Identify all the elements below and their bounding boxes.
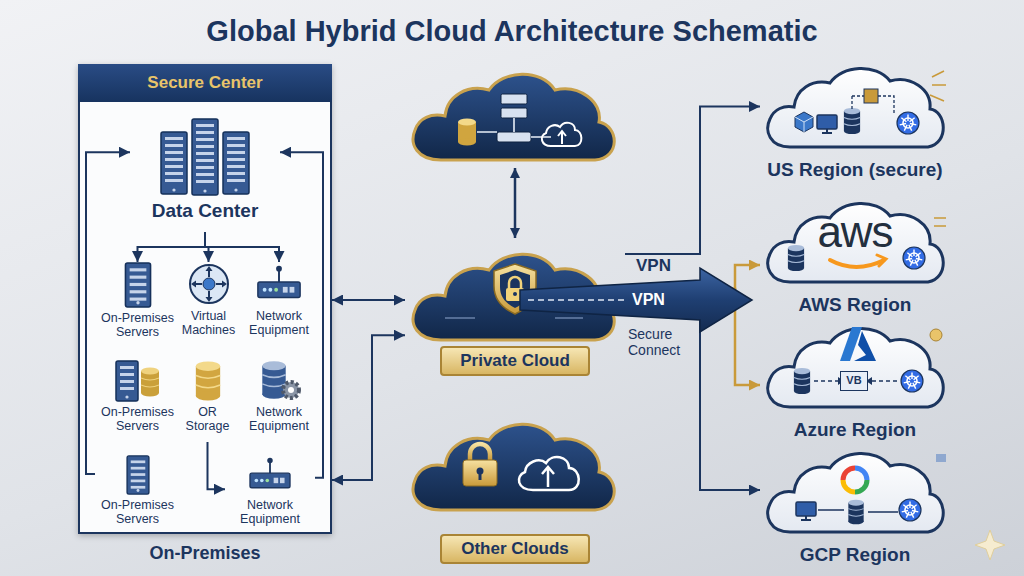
component-label: On-Premises Servers (95, 498, 180, 526)
component-icon (246, 455, 294, 495)
component-box: On-Premises Servers (95, 262, 180, 346)
cloud-shape (405, 410, 625, 515)
panel-heading: Secure Center (78, 64, 332, 102)
connector-arrow (280, 152, 323, 478)
component-icon (122, 262, 154, 308)
component-box: Network Equipment (240, 360, 318, 442)
connector-arrow (205, 232, 279, 262)
cloud-shape (760, 440, 950, 538)
cloud-shape (760, 55, 950, 153)
component-icon (256, 360, 302, 402)
component-label: OR Storage (175, 405, 240, 433)
cloud-node: Other Clouds (405, 410, 625, 570)
connector-arrow (86, 152, 130, 474)
connector-arrow (138, 232, 206, 262)
cloud-shape (760, 315, 950, 413)
component-box: Data Center (130, 118, 280, 232)
component-icon (124, 455, 152, 495)
component-label: Network Equipment (240, 309, 318, 337)
component-box: Virtual Machines (172, 262, 245, 346)
component-box: Network Equipment (240, 262, 318, 346)
connector-label: VPN (636, 257, 671, 275)
component-box: On-Premises Servers (95, 360, 180, 442)
region-label: AWS Region (730, 294, 980, 316)
component-box: OR Storage (175, 360, 240, 442)
region-label: GCP Region (730, 544, 980, 566)
provider-logo-text: aws (760, 210, 950, 254)
component-label: Network Equipment (240, 405, 318, 433)
component-box: On-Premises Servers (95, 455, 180, 531)
cloud-node: GCP Region (760, 440, 950, 565)
component-icon (187, 262, 231, 306)
cloud-label: Other Clouds (440, 534, 590, 564)
service-tag: VB (840, 371, 868, 391)
component-label: On-Premises Servers (95, 311, 180, 339)
region-label: US Region (secure) (730, 159, 980, 181)
component-icon (255, 262, 303, 306)
connector-arrow (332, 335, 405, 480)
cloud-node: US Region (secure) (760, 55, 950, 187)
component-label: Network Equipment (225, 498, 315, 526)
component-icon (157, 118, 253, 196)
cloud-node: VBAzure Region (760, 315, 950, 440)
region-label: Azure Region (730, 419, 980, 441)
cloud-node: awsAWS Region (760, 190, 950, 315)
component-icon (190, 360, 226, 402)
connector-label: Secure Connect (628, 326, 694, 358)
connector-arrow (625, 107, 760, 255)
cloud-label: Private Cloud (440, 346, 590, 376)
component-label: Data Center (152, 200, 259, 222)
connector-arrow (332, 299, 405, 301)
connector-arrow (208, 442, 226, 489)
connector-arrow (625, 310, 760, 490)
component-icon (114, 360, 162, 402)
group-panel: Secure CenterOn-Premises Data CenterOn-Pr… (78, 64, 332, 564)
diagram-title: Global Hybrid Cloud Architecture Schemat… (0, 14, 1024, 48)
panel-caption: On-Premises (78, 542, 332, 564)
component-label: Virtual Machines (172, 309, 245, 337)
component-box: Network Equipment (225, 455, 315, 531)
connector-label: VPN (632, 291, 665, 309)
component-label: On-Premises Servers (95, 405, 180, 433)
